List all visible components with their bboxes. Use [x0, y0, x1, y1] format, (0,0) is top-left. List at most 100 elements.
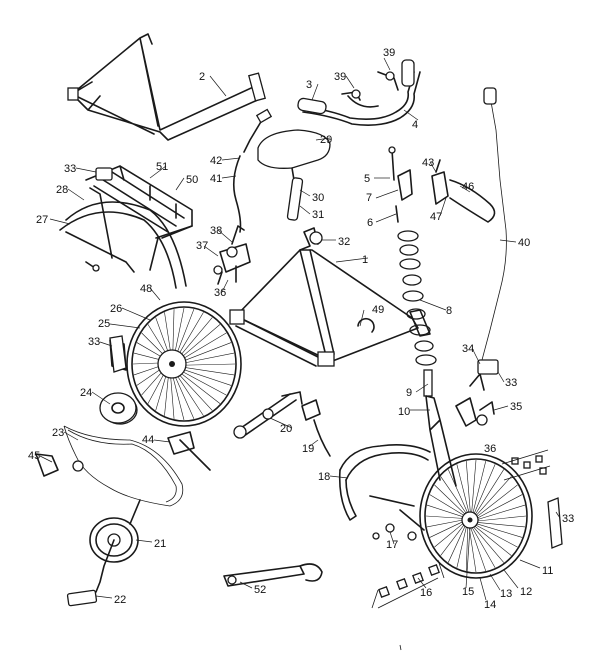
front-fender [338, 444, 431, 531]
leader-line [99, 341, 113, 347]
spoke [426, 504, 467, 519]
callout-35: 35 [510, 401, 522, 413]
leader-line [91, 391, 111, 405]
headset-stack [397, 230, 437, 366]
leader-line [375, 189, 399, 199]
leader-line [555, 511, 561, 519]
leader-line [311, 83, 319, 101]
spoke [465, 461, 471, 517]
callout-24: 24 [80, 387, 92, 399]
spoke [470, 523, 505, 563]
callout-16: 16 [420, 587, 432, 599]
callout-33-head: 33 [505, 377, 517, 389]
callout-49: 49 [372, 304, 384, 316]
callout-33-rack: 33 [64, 163, 76, 175]
callout-34: 34 [462, 343, 474, 355]
leader-line [135, 539, 153, 543]
leader-line [149, 165, 167, 179]
leader-line [335, 257, 369, 263]
leader-line [239, 581, 253, 589]
leader-line [49, 218, 71, 225]
leader-line [479, 577, 487, 601]
callout-48: 48 [140, 283, 152, 295]
leader-line [203, 245, 219, 257]
callout-9: 9 [406, 387, 412, 399]
spoke [429, 519, 467, 538]
front-axle-parts [371, 449, 551, 609]
handlebar [297, 59, 421, 126]
leader-line [75, 167, 97, 173]
callout-19: 19 [302, 443, 314, 455]
spoke [447, 469, 470, 517]
leader-line [269, 417, 293, 429]
leader-line [345, 75, 355, 89]
rear-wheel [109, 301, 242, 427]
leader-line [493, 405, 509, 411]
callout-20: 20 [280, 423, 292, 435]
leader-line [419, 299, 447, 311]
callout-26: 26 [110, 303, 122, 315]
spoke [469, 523, 487, 572]
callout-36-rear: 36 [214, 287, 226, 299]
leader-line [439, 197, 447, 217]
saddle [257, 129, 331, 221]
spoke [473, 476, 512, 519]
callout-52: 52 [254, 584, 266, 596]
callout-25: 25 [98, 318, 110, 330]
callout-40: 40 [518, 237, 530, 249]
leader-line [329, 475, 349, 479]
leader-line [299, 205, 311, 215]
reflectors [109, 335, 563, 549]
spoke [471, 461, 487, 517]
callout-14: 14 [484, 599, 496, 611]
spoke [471, 459, 477, 517]
callout-51: 51 [156, 161, 168, 173]
callout-36-front: 36 [484, 443, 496, 455]
spoke [471, 523, 512, 556]
leader-line [415, 383, 429, 393]
leader-line [519, 559, 541, 569]
pump [223, 563, 323, 587]
spoke [440, 476, 469, 517]
leader-line [465, 527, 471, 589]
callout-46: 46 [462, 181, 474, 193]
callout-37: 37 [196, 240, 208, 252]
rear-brake [213, 225, 251, 285]
leader-line [149, 287, 161, 301]
callout-29: 29 [320, 134, 332, 146]
spoke [469, 523, 496, 568]
leader-line [315, 137, 331, 141]
leader-line [95, 595, 113, 599]
callout-30: 30 [312, 192, 324, 204]
callout-2: 2 [199, 71, 205, 83]
callout-22: 22 [114, 594, 126, 606]
callout-43: 43 [422, 157, 434, 169]
callout-39-b: 39 [334, 71, 346, 83]
spoke [456, 522, 468, 568]
leader-lines [39, 57, 561, 601]
spoke [473, 494, 523, 521]
spoke [473, 515, 527, 522]
spare-frame [67, 33, 266, 141]
callout-32: 32 [338, 236, 350, 248]
leader-line [221, 175, 237, 179]
callout-41: 41 [210, 173, 222, 185]
callout-6: 6 [367, 217, 373, 229]
leader-line [121, 307, 151, 321]
callout-33-front: 33 [562, 513, 574, 525]
leader-line [67, 188, 85, 201]
spoke [473, 504, 526, 521]
leader-line [109, 323, 141, 329]
stem-and-lever [388, 146, 496, 223]
spoke [465, 523, 469, 571]
callout-7: 7 [366, 192, 372, 204]
bottom-bracket [167, 391, 331, 471]
leader-line [497, 371, 505, 383]
callout-39-a: 39 [383, 47, 395, 59]
spoke [447, 522, 468, 563]
spoke [434, 484, 468, 517]
leader-line [153, 439, 171, 443]
callout-11: 11 [542, 565, 553, 577]
